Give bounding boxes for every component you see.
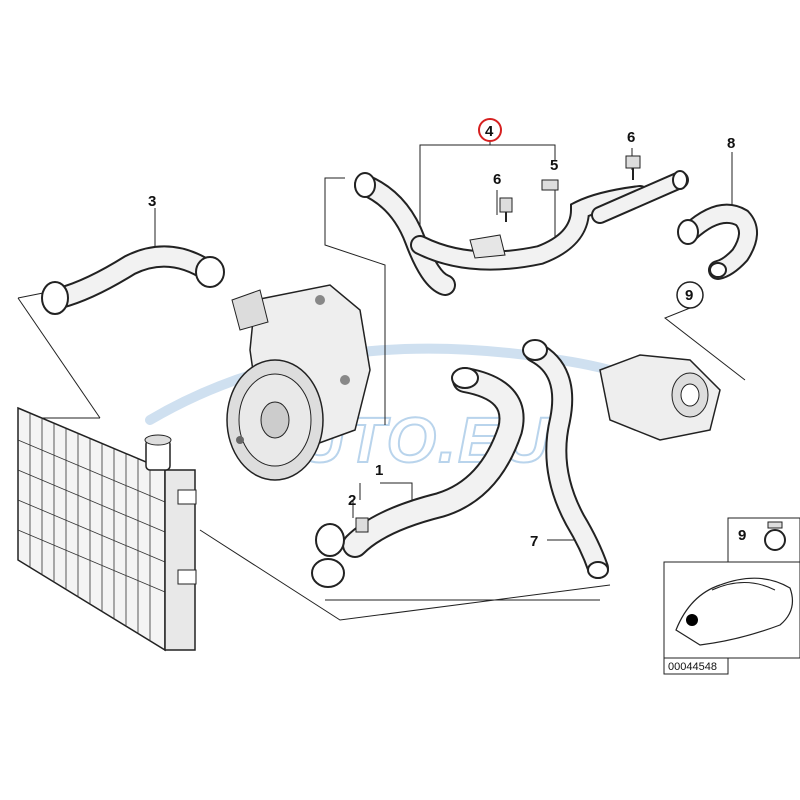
thermostat-housing — [599, 354, 721, 441]
callout-7: 7 — [530, 533, 538, 550]
hose-3 — [41, 245, 225, 315]
bleed-screw-2 — [355, 517, 369, 533]
callout-9-inset: 9 — [738, 527, 746, 544]
hose-4 — [354, 170, 689, 296]
inset-vehicle-panel: 00044548 — [663, 561, 800, 675]
callout-3: 3 — [148, 193, 156, 210]
callout-1: 1 — [375, 462, 383, 479]
hose-1 — [311, 367, 525, 588]
callout-labels: 3 4 5 6 6 8 9 1 2 7 9 — [148, 123, 746, 550]
callout-4: 4 — [485, 123, 494, 140]
callout-9-ring — [676, 281, 704, 309]
screw-5 — [541, 179, 559, 191]
water-pump — [226, 284, 371, 481]
inset-part-number: 00044548 — [668, 661, 717, 673]
bolt-6-left — [499, 197, 513, 222]
bolt-6-right — [625, 155, 641, 180]
callout-2: 2 — [348, 492, 356, 509]
callout-5: 5 — [550, 157, 558, 174]
callout-6-left: 6 — [493, 171, 501, 188]
callout-6-right: 6 — [627, 129, 635, 146]
callout-4-highlight — [478, 118, 502, 142]
engine-location-dot — [686, 614, 698, 626]
radiator — [17, 406, 197, 652]
hose-7 — [522, 339, 609, 579]
inset-clamp-panel — [727, 517, 800, 563]
callout-8: 8 — [727, 135, 735, 152]
callout-9-main: 9 — [685, 287, 693, 304]
hose-8 — [677, 203, 758, 280]
